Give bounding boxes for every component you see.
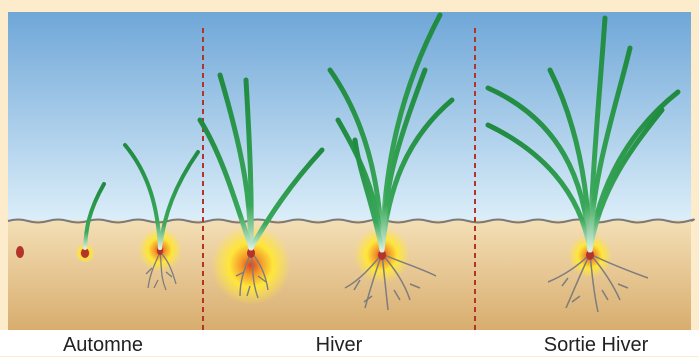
sky xyxy=(8,12,691,222)
label-autumn: Automne xyxy=(63,334,143,357)
seed xyxy=(16,246,24,258)
stage-labels: Automne Hiver Sortie Hiver xyxy=(0,330,699,356)
growth-scene xyxy=(0,0,699,330)
label-winter: Hiver xyxy=(316,334,363,357)
label-end-winter: Sortie Hiver xyxy=(544,334,648,357)
